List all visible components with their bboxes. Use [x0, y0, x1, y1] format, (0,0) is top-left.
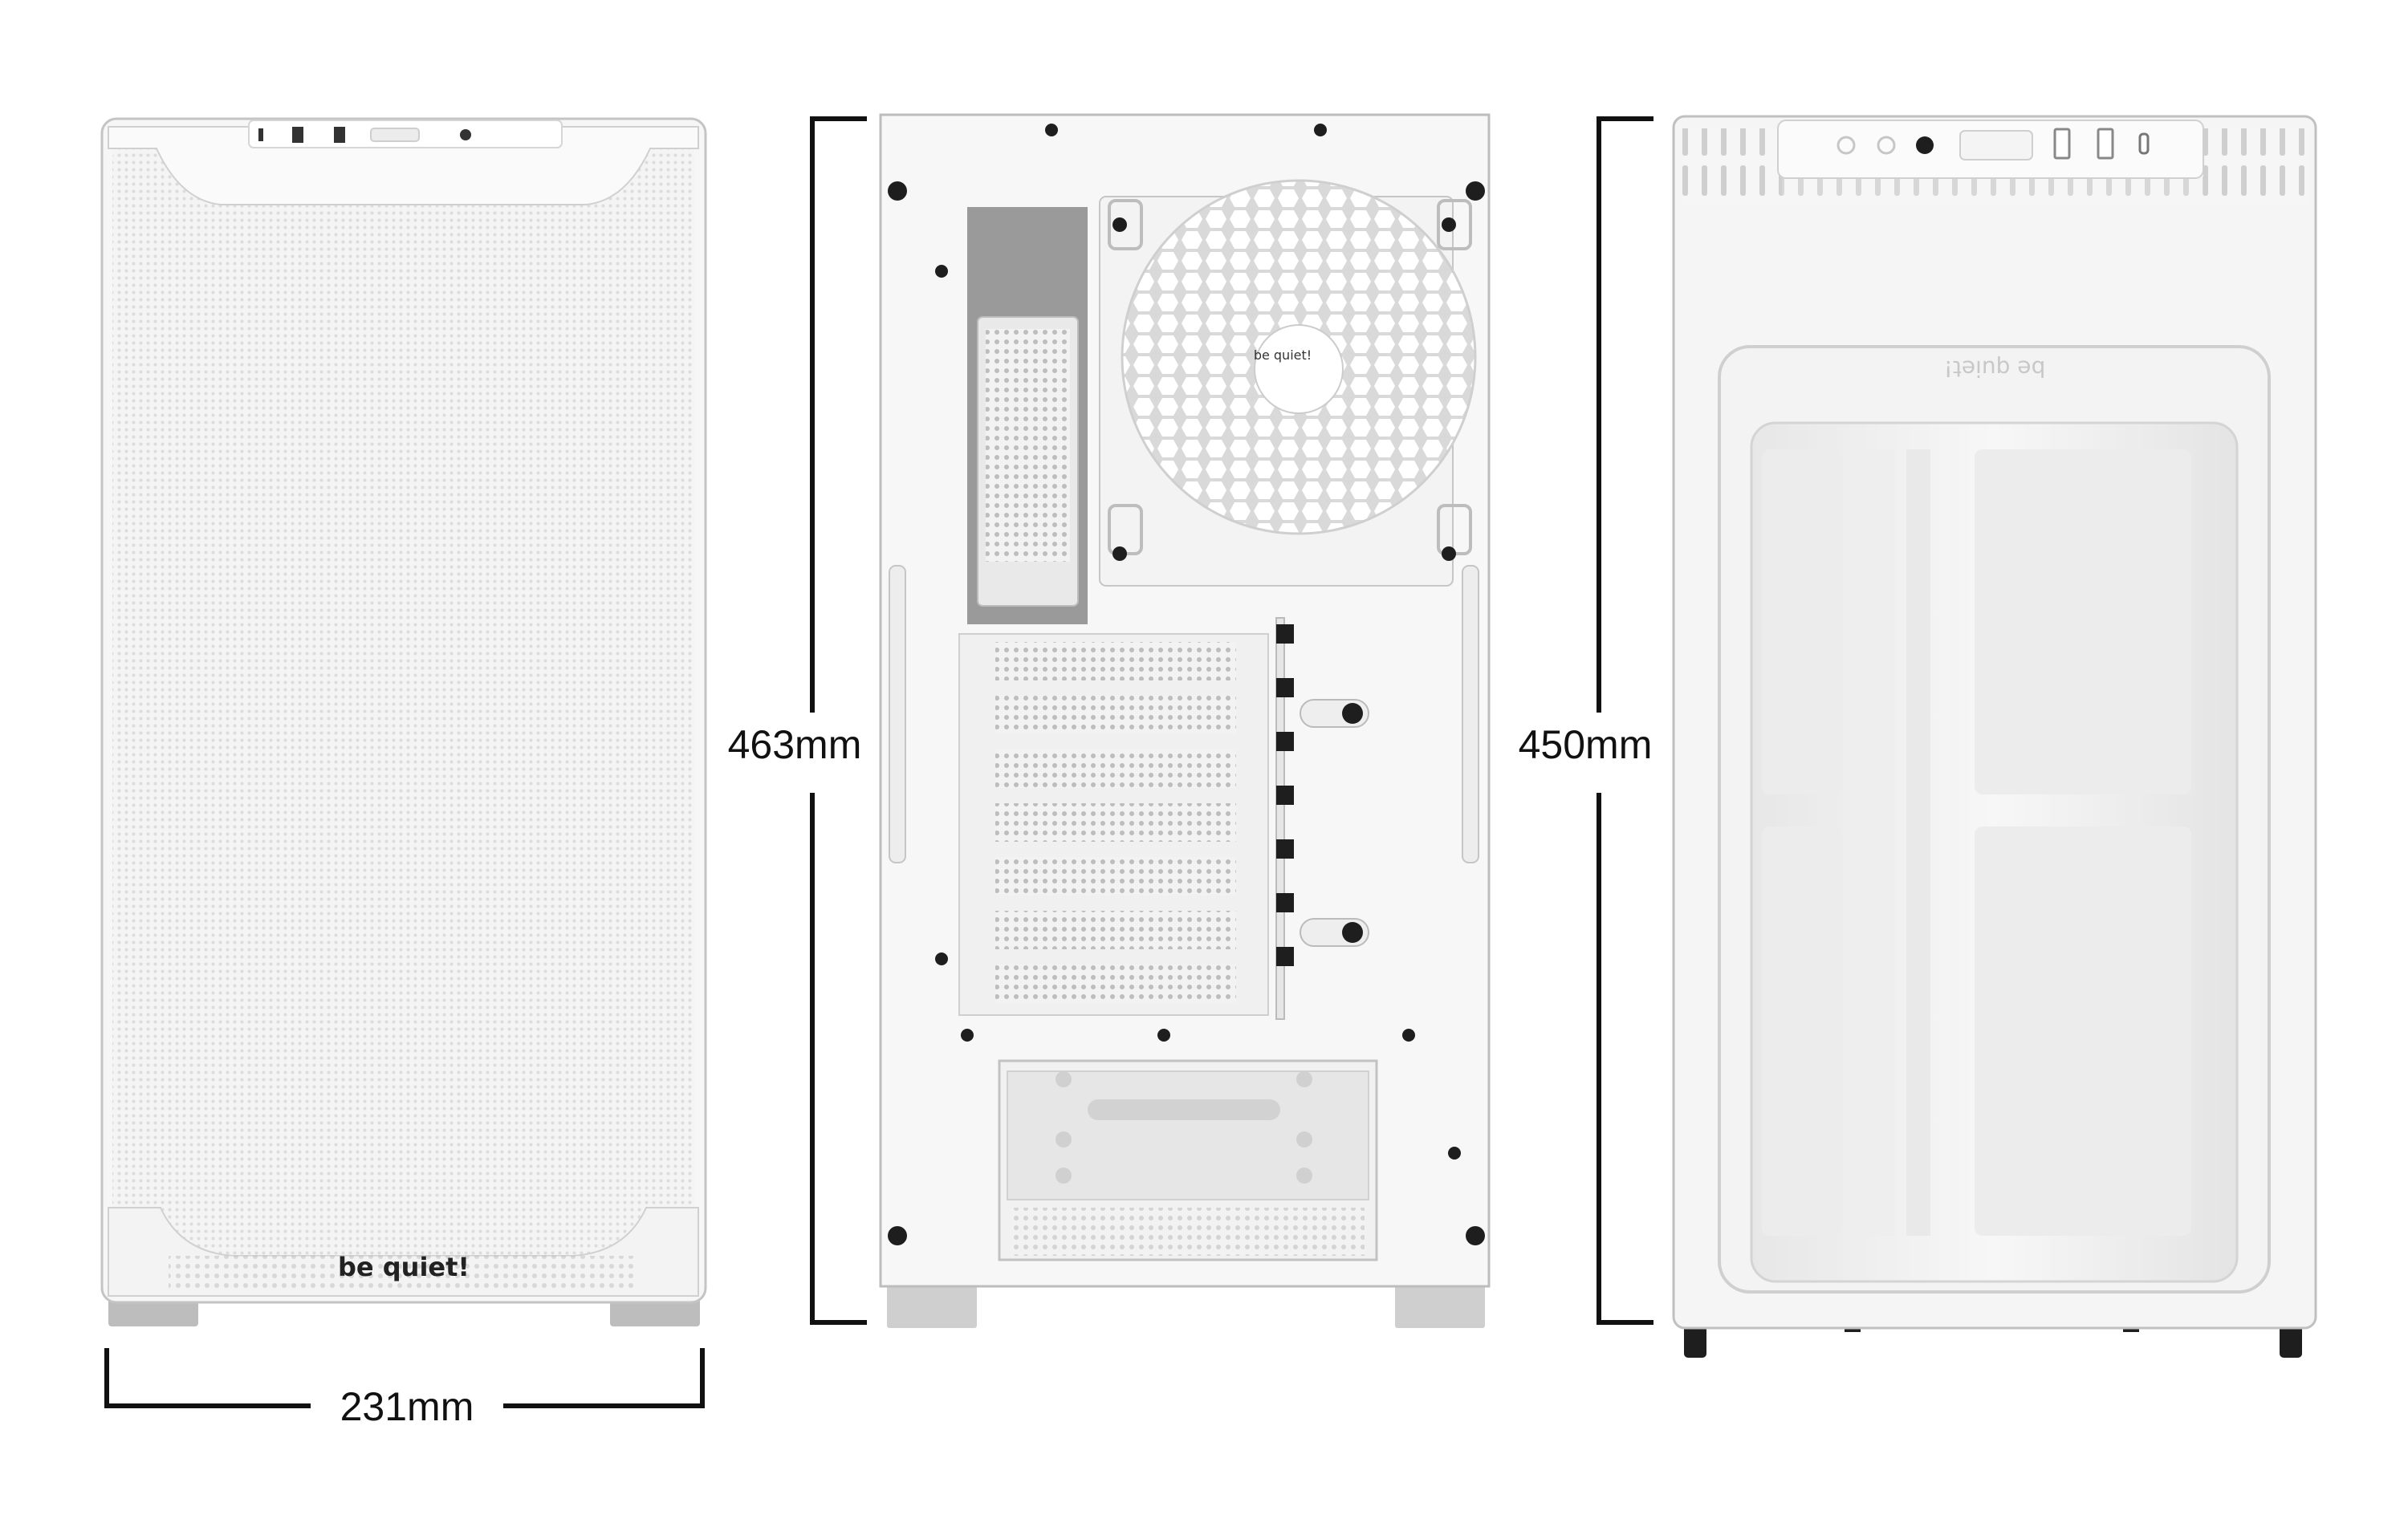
psu-screw	[1296, 1071, 1312, 1087]
frame-screw	[1314, 124, 1327, 136]
dimension-height-side: 450mm	[1519, 116, 1653, 1325]
psu-screw	[1056, 1131, 1072, 1147]
usb-port-icon	[2053, 128, 2071, 160]
side-view: be quiet!	[1672, 115, 2317, 1358]
rear-view: be quiet!	[879, 113, 1491, 1328]
rear-foot-right	[1395, 1284, 1485, 1328]
reset-button-icon	[370, 128, 420, 142]
dimension-width: 231mm	[104, 1348, 705, 1429]
side-cable-channel	[1906, 449, 1930, 1236]
usb-port-icon	[2097, 128, 2114, 160]
expansion-slot	[995, 857, 1236, 896]
psu-screw	[1296, 1168, 1312, 1184]
side-top-vents-right	[2203, 128, 2308, 205]
side-logo: be quiet!	[1944, 355, 2046, 382]
front-logo: be quiet!	[338, 1252, 470, 1282]
rear-foot-left	[887, 1284, 977, 1328]
front-bottom-vent	[169, 1256, 638, 1292]
front-mesh-panel	[112, 148, 695, 1272]
side-foot	[2280, 1324, 2302, 1358]
usb-port-icon	[258, 128, 263, 141]
slot-thumbscrew	[1276, 678, 1294, 697]
frame-screw	[961, 1029, 974, 1042]
front-view: be quiet!	[100, 117, 707, 1326]
psu-bay-mesh	[1011, 1208, 1365, 1256]
drive-cage-lower-left	[1762, 827, 1842, 1236]
frame-screw	[888, 181, 907, 201]
expansion-slot	[995, 965, 1236, 1003]
dimension-height-rear: 463mm	[728, 116, 867, 1325]
side-cable-channel	[1862, 449, 1894, 1236]
frame-screw	[1466, 181, 1485, 201]
psu-screw	[1296, 1131, 1312, 1147]
expansion-slots	[958, 617, 1294, 1020]
power-button-icon	[1916, 136, 1934, 154]
slot-thumbscrew	[1276, 839, 1294, 859]
fan-hub	[1254, 324, 1344, 414]
reset-button-icon	[1959, 130, 2033, 160]
frame-screw	[1112, 546, 1127, 561]
slot-thumbscrew	[1276, 732, 1294, 751]
usb-port-icon	[334, 127, 345, 143]
expansion-slot	[995, 911, 1236, 949]
frame-screw	[935, 952, 948, 965]
usb-c-port-icon	[2138, 132, 2150, 155]
frame-screw	[1442, 217, 1456, 232]
power-button-icon	[460, 129, 471, 140]
slot-thumbscrew	[1276, 947, 1294, 966]
frame-screw	[935, 265, 948, 278]
slot-thumbscrew	[1276, 786, 1294, 805]
psu-screw	[1056, 1168, 1072, 1184]
drive-cage-upper-right	[1975, 449, 2191, 794]
audio-jack-icon	[1877, 136, 1896, 155]
height-rear-label: 463mm	[728, 722, 862, 767]
expansion-slot	[995, 696, 1236, 734]
drive-cage-lower-right	[1975, 827, 2191, 1236]
frame-screw	[1448, 1147, 1461, 1160]
frame-screw	[1442, 546, 1456, 561]
fan-logo: be quiet!	[1254, 347, 1312, 363]
expansion-slot	[995, 642, 1236, 680]
height-side-label: 450mm	[1519, 722, 1653, 767]
io-shield-mesh	[986, 329, 1070, 562]
rear-fan: be quiet!	[1108, 179, 1477, 555]
slot-thumbscrew	[1276, 893, 1294, 912]
psu-bracket-handle	[1088, 1099, 1280, 1120]
frame-screw	[1112, 217, 1127, 232]
usb-port-icon	[292, 127, 303, 143]
panel-thumbscrew	[1342, 703, 1363, 724]
frame-screw	[888, 1226, 907, 1245]
slot-thumbscrew	[1276, 624, 1294, 644]
drive-cage-upper-left	[1762, 449, 1842, 794]
rear-rail-right	[1462, 565, 1479, 863]
width-label: 231mm	[340, 1384, 474, 1429]
frame-screw	[1402, 1029, 1415, 1042]
side-top-vent-strip	[1782, 177, 2203, 205]
side-top-vents-left	[1682, 128, 1782, 205]
expansion-slot	[995, 803, 1236, 842]
frame-screw	[1466, 1226, 1485, 1245]
frame-screw	[1157, 1029, 1170, 1042]
psu-screw	[1056, 1071, 1072, 1087]
audio-jack-icon	[1837, 136, 1856, 155]
rear-rail-left	[889, 565, 906, 863]
expansion-slot	[995, 749, 1236, 788]
panel-thumbscrew	[1342, 922, 1363, 943]
frame-screw	[1045, 124, 1058, 136]
side-foot	[1684, 1324, 1706, 1358]
